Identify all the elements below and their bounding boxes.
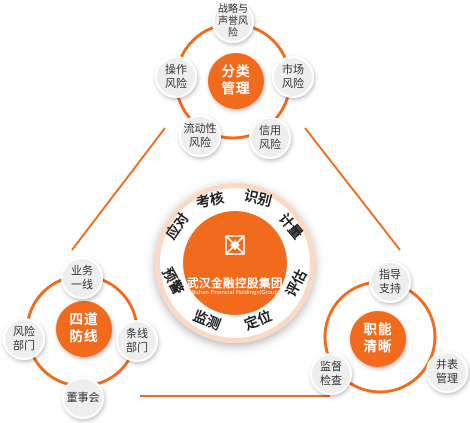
- satellite-risk-department: [3, 318, 45, 360]
- satellite-label-market-risk: 市场 风险: [282, 63, 304, 90]
- connector-top-left: [71, 127, 166, 251]
- satellite-strategy-reputation-risk: [212, 1, 254, 43]
- satellite-label-supervision-inspection: 监督 检查: [320, 360, 342, 387]
- satellite-operational-risk: [155, 56, 197, 98]
- top-hub-label: 分类 管理: [221, 64, 251, 97]
- satellite-label-guidance-support: 指导 支持: [379, 268, 401, 295]
- satellite-guidance-support: [369, 261, 411, 303]
- satellite-business-frontline: [61, 257, 103, 299]
- group-logo-icon: [225, 235, 245, 255]
- connector-top-right: [304, 127, 401, 251]
- center-name-en: Wuhan Financial Holdings(Group): [190, 290, 280, 296]
- satellite-credit-risk: [249, 117, 291, 159]
- satellite-line-department: [116, 320, 158, 362]
- satellite-label-line-department: 条线 部门: [126, 327, 148, 354]
- satellite-liquidity-risk: [179, 115, 221, 157]
- right-hub-circle: [350, 311, 406, 367]
- center-name-cn: 武汉金融控股集团: [187, 276, 283, 290]
- satellite-supervision-inspection: [310, 353, 352, 395]
- satellite-label-liquidity-risk: 流动性 风险: [183, 122, 217, 149]
- satellite-market-risk: [272, 56, 314, 98]
- satellite-label-business-frontline: 业务 一线: [71, 264, 93, 291]
- satellite-label-credit-risk: 信用 风险: [259, 124, 281, 151]
- top-hub-circle: [208, 53, 264, 109]
- satellite-label-consolidated-management: 并表 管理: [436, 358, 458, 385]
- left-hub-circle: [56, 301, 112, 357]
- satellite-label-operational-risk: 操作 风险: [165, 63, 187, 90]
- satellite-label-board: 董事会: [66, 391, 100, 404]
- center-core: [183, 211, 287, 315]
- satellite-label-risk-department: 风险 部门: [13, 325, 35, 352]
- satellite-board: [62, 377, 104, 419]
- left-hub-label: 四道 防线: [69, 312, 99, 345]
- right-hub-label: 职能 清晰: [363, 322, 393, 355]
- satellite-label-strategy-reputation-risk: 战略与 声誉风 险: [218, 4, 248, 39]
- satellite-consolidated-management: [426, 351, 468, 393]
